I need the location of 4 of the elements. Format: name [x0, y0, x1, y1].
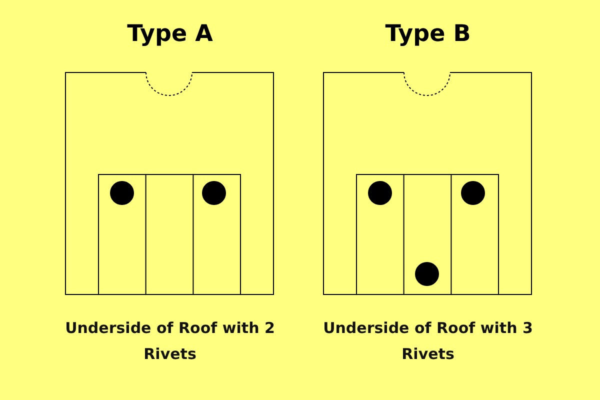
panel-heading: Type B [384, 21, 472, 47]
panel-caption: Underside of Roof with 2 Rivets [64, 318, 276, 365]
panel-heading: Type A [126, 21, 214, 47]
panel-caption: Underside of Roof with 3 Rivets [322, 318, 534, 365]
